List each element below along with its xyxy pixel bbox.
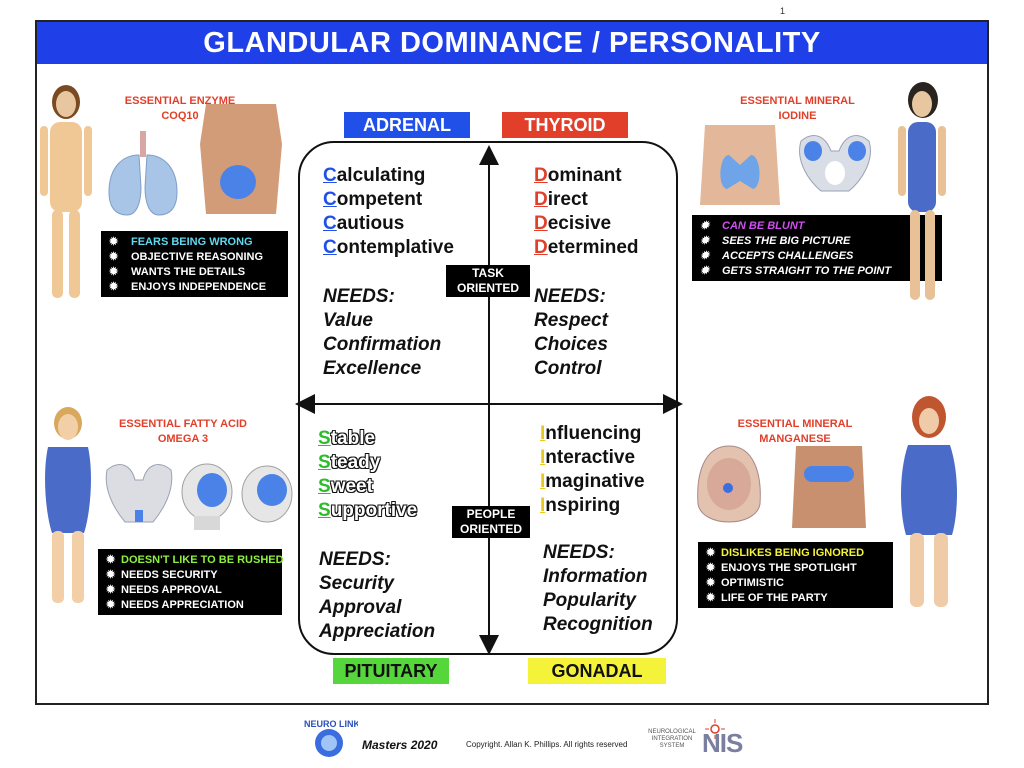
gonadal-traits: Influencing Interactive Imaginative Insp… [540,422,645,518]
trait-word: Influencing [540,423,642,444]
trait-word: Competent [323,189,423,210]
palate-icon [697,445,761,523]
adrenal-needs: NEEDS: Value Confirmation Excellence [323,286,442,379]
skull-side-icon [181,463,233,530]
adrenal-header: ADRENAL [344,112,470,138]
torso-icon [200,104,282,214]
trait-word: Direct [534,189,588,210]
svg-text:NEURO LINK: NEURO LINK [304,719,358,729]
thyroid-traits: Dominant Direct Decisive Determined [534,164,639,260]
trait-word: Contemplative [323,237,454,258]
thyroid-body-figure-icon [898,82,946,300]
pituitary-traits: Stable Steady Sweet Supportive [318,427,417,523]
adrenal-body-figure-icon [40,85,92,298]
trait-word: Inspiring [540,495,621,516]
gonadal-needs: NEEDS: Information Popularity Recognitio… [543,542,653,635]
pituitary-needs: NEEDS: Security Approval Appreciation [319,549,436,642]
trait-word: Determined [534,237,639,258]
chest-torso-icon [792,446,866,528]
gonadal-header: GONADAL [528,658,666,684]
pituitary-body-figure-icon [45,407,91,603]
neurolink-logo-icon: NEURO LINK [304,719,358,757]
thyroid-needs: NEEDS: Respect Choices Control [534,286,608,379]
trait-word: Cautious [323,213,405,234]
thyroid-neck-icon [700,125,780,205]
thyroid-header: THYROID [502,112,628,138]
thyroid-trait-box: ✹CAN BE BLUNT ✹SEES THE BIG PICTURE ✹ACC… [692,215,942,281]
nis-logo-icon: NIS [702,728,743,758]
trait-word: Steady [318,452,381,473]
footer-title: Masters 2020 [362,738,438,752]
nis-burst-icon [705,719,725,739]
trait-word: Calculating [323,165,426,186]
trait-word: Supportive [318,500,418,521]
pituitary-header: PITUITARY [333,658,449,684]
pituitary-trait-box: ✹DOESN'T LIKE TO BE RUSHED ✹NEEDS SECURI… [98,549,284,615]
trait-word: Imaginative [540,471,645,492]
pelvis-icon [105,464,173,523]
trait-word: Interactive [540,447,636,468]
gonadal-trait-box: ✹DISLIKES BEING IGNORED ✹ENJOYS THE SPOT… [698,542,893,608]
trait-word: Decisive [534,213,612,234]
trait-word: Stable [318,428,376,449]
skull-back-icon [241,465,293,523]
pelvis-icon [799,135,871,192]
footer-copyright: Copyright. Allan K. Phillips. All rights… [466,740,628,749]
gonadal-body-figure-icon [901,396,957,607]
trait-word: Dominant [534,165,622,186]
page-title: GLANDULAR DOMINANCE / PERSONALITY [37,22,987,64]
slide-frame [35,20,989,705]
adrenal-traits: Calculating Competent Cautious Contempla… [323,164,454,260]
trait-word: Sweet [318,476,373,497]
adrenal-trait-box: ✹FEARS BEING WRONG ✹OBJECTIVE REASONING … [101,231,288,297]
lungs-icon [108,131,178,216]
page-number: 1 [780,6,786,16]
